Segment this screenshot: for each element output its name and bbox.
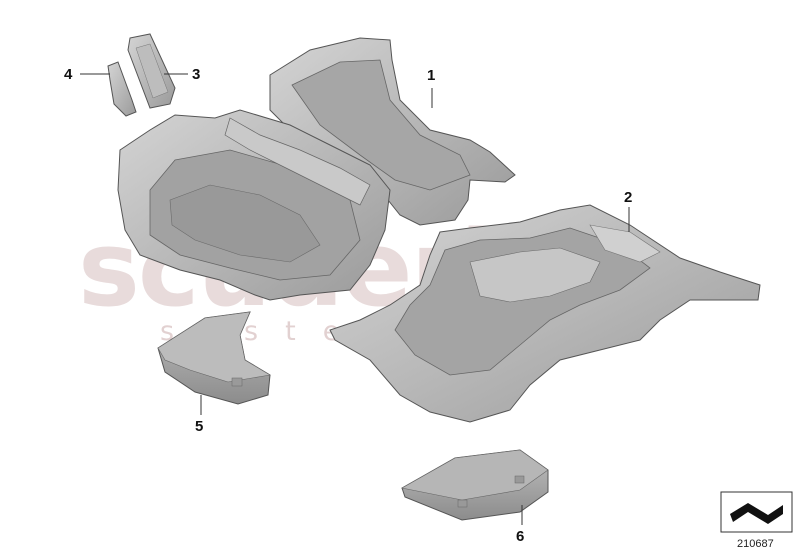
callout-3: 3 — [192, 66, 201, 83]
part-plate-6 — [401, 449, 549, 521]
part-bracket-4 — [107, 61, 137, 117]
callout-6: 6 — [516, 528, 525, 545]
callout-1: 1 — [427, 67, 436, 84]
leader-lines — [80, 73, 630, 525]
part-mat-3 — [127, 33, 176, 109]
callout-5: 5 — [195, 418, 204, 435]
diagram-code: 210687 — [737, 538, 774, 550]
callout-4: 4 — [64, 66, 73, 83]
part-rear-carpet — [329, 204, 761, 423]
part-front-carpet — [117, 37, 516, 301]
part-block-5 — [157, 311, 271, 405]
callout-2: 2 — [624, 189, 633, 206]
nav-arrow-icon — [720, 491, 793, 533]
